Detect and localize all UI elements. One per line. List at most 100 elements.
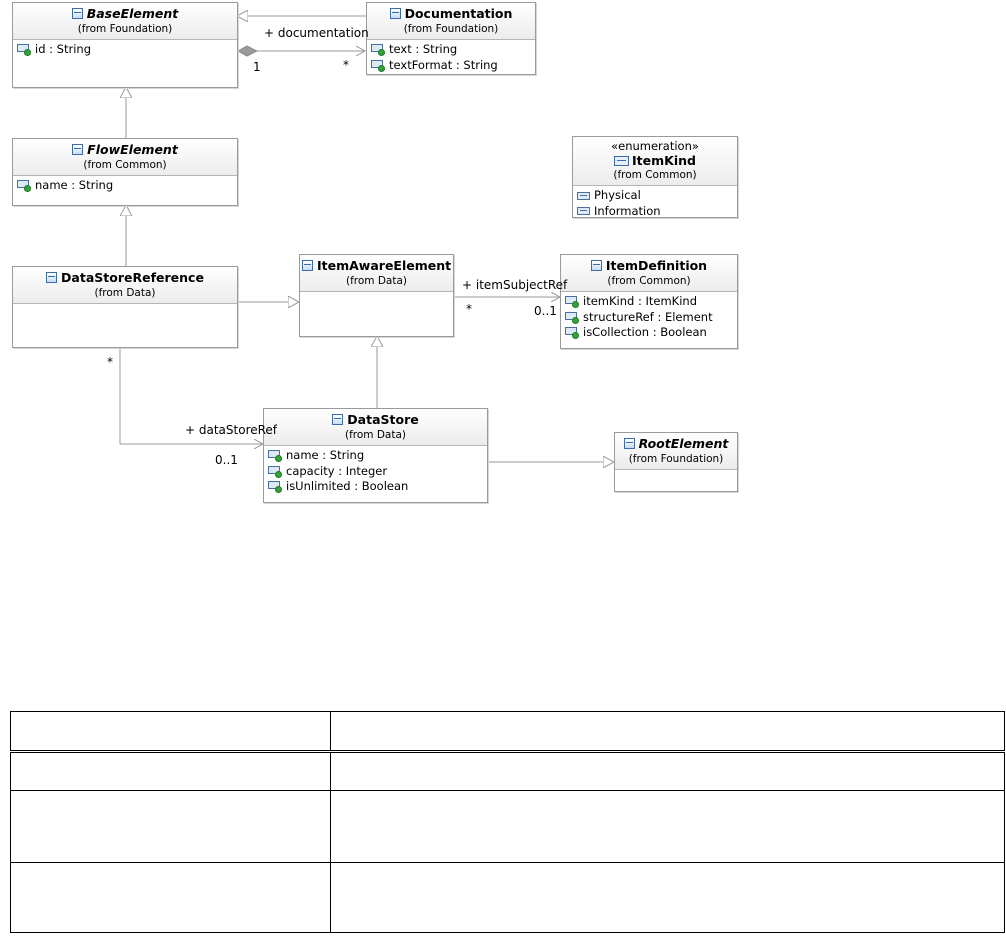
- class-header: «enumeration» ItemKind (from Common): [573, 137, 737, 186]
- class-base-element[interactable]: BaseElement (from Foundation) id : Strin…: [12, 2, 238, 88]
- class-icon: [389, 8, 401, 19]
- class-header: FlowElement (from Common): [13, 139, 237, 176]
- multiplicity-data-store-ref-target: 0..1: [215, 453, 238, 467]
- attribute-list: name : String capacity : Integer isUnlim…: [264, 446, 487, 497]
- attribute-row: id : String: [17, 42, 233, 58]
- class-package: (from Data): [345, 275, 408, 287]
- class-name: FlowElement: [15, 141, 235, 158]
- class-icon: [46, 272, 58, 283]
- class-name: RootElement: [617, 435, 735, 452]
- class-name: DataStoreReference: [15, 269, 235, 286]
- table-header-cell: [330, 711, 1005, 752]
- literal-icon: [577, 191, 590, 200]
- attribute-row: name : String: [17, 178, 233, 194]
- attribute-row: structureRef : Element: [565, 310, 733, 326]
- attribute-row: text : String: [371, 42, 531, 58]
- table-header-row: [10, 711, 1005, 752]
- attribute-row: isUnlimited : Boolean: [268, 479, 483, 495]
- table-cell: [10, 750, 331, 791]
- class-icon: [302, 260, 313, 271]
- class-flow-element[interactable]: FlowElement (from Common) name : String: [12, 138, 238, 206]
- multiplicity-data-store-ref-source: *: [107, 355, 113, 369]
- role-data-store-ref: + dataStoreRef: [185, 423, 278, 437]
- attribute-icon: [17, 180, 31, 193]
- class-package: (from Foundation): [403, 23, 499, 35]
- class-icon: [72, 144, 84, 155]
- attribute-icon: [268, 450, 282, 463]
- class-header: BaseElement (from Foundation): [13, 3, 237, 40]
- class-name: ItemKind: [575, 153, 735, 168]
- diagram-connectors: [119, 0, 1006, 520]
- role-item-subject-ref: + itemSubjectRef: [462, 278, 568, 292]
- class-package: (from Data): [344, 429, 407, 441]
- class-header: RootElement (from Foundation): [615, 433, 737, 470]
- class-documentation[interactable]: Documentation (from Foundation) text : S…: [366, 2, 536, 75]
- class-data-store-reference[interactable]: DataStoreReference (from Data): [12, 266, 238, 348]
- class-package: (from Common): [613, 169, 697, 181]
- multiplicity-documentation-target: *: [343, 58, 349, 72]
- multiplicity-documentation-source: 1: [253, 60, 261, 74]
- class-name: ItemDefinition: [563, 257, 735, 274]
- attribute-icon: [17, 44, 31, 57]
- class-package: (from Foundation): [628, 453, 724, 465]
- attribute-icon: [371, 59, 385, 72]
- attribute-row: name : String: [268, 448, 483, 464]
- table-cell: [330, 862, 1005, 933]
- class-package: (from Common): [607, 275, 691, 287]
- stereotype-label: «enumeration»: [611, 139, 699, 153]
- class-root-element[interactable]: RootElement (from Foundation): [614, 432, 738, 492]
- attribute-icon: [268, 481, 282, 494]
- attribute-list: id : String: [13, 40, 237, 60]
- enumeration-item-kind[interactable]: «enumeration» ItemKind (from Common) Phy…: [572, 136, 738, 218]
- class-header: ItemAwareElement (from Data): [300, 255, 453, 292]
- table-cell: [10, 862, 331, 933]
- table-cell: [330, 790, 1005, 863]
- attribute-icon: [565, 311, 579, 324]
- class-header: ItemDefinition (from Common): [561, 255, 737, 292]
- class-data-store[interactable]: DataStore (from Data) name : String capa…: [263, 408, 488, 503]
- association-data-store-ref: [119, 347, 263, 444]
- composition-diamond: [236, 45, 259, 57]
- enum-literal: Information: [577, 204, 733, 220]
- class-package: (from Common): [83, 159, 167, 171]
- class-name: Documentation: [369, 5, 533, 22]
- class-item-definition[interactable]: ItemDefinition (from Common) itemKind : …: [560, 254, 738, 349]
- attribute-list: itemKind : ItemKind structureRef : Eleme…: [561, 292, 737, 343]
- enumeration-icon: [614, 156, 630, 166]
- multiplicity-item-subject-ref-target: 0..1: [534, 304, 557, 318]
- attribute-icon: [268, 465, 282, 478]
- table-header-cell: [10, 711, 331, 752]
- literal-list: Physical Information: [573, 186, 737, 221]
- class-icon: [590, 260, 602, 271]
- class-header: DataStore (from Data): [264, 409, 487, 446]
- table-cell: [10, 790, 331, 863]
- class-item-aware-element[interactable]: ItemAwareElement (from Data): [299, 254, 454, 337]
- attribute-icon: [565, 296, 579, 309]
- class-header: Documentation (from Foundation): [367, 3, 535, 40]
- table-row: [10, 790, 1005, 863]
- attribute-icon: [565, 327, 579, 340]
- attribute-icon: [371, 44, 385, 57]
- attribute-list: name : String: [13, 176, 237, 196]
- table-row: [10, 862, 1005, 933]
- attribute-row: itemKind : ItemKind: [565, 294, 733, 310]
- documentation-table: [10, 711, 1005, 933]
- multiplicity-item-subject-ref-source: *: [466, 302, 472, 316]
- attribute-row: textFormat : String: [371, 58, 531, 74]
- class-package: (from Data): [94, 287, 156, 299]
- table-row: [10, 750, 1005, 791]
- attribute-row: isCollection : Boolean: [565, 325, 733, 341]
- class-name: ItemAwareElement: [302, 257, 451, 274]
- class-package: (from Foundation): [77, 23, 173, 35]
- literal-icon: [577, 207, 590, 216]
- enum-literal: Physical: [577, 188, 733, 204]
- class-icon: [71, 8, 83, 19]
- class-icon: [332, 414, 344, 425]
- attribute-row: capacity : Integer: [268, 464, 483, 480]
- class-name: DataStore: [266, 411, 485, 428]
- class-header: DataStoreReference (from Data): [13, 267, 237, 304]
- uml-class-diagram: BaseElement (from Foundation) id : Strin…: [12, 0, 1006, 520]
- table-cell: [330, 750, 1005, 791]
- class-icon: [623, 438, 635, 449]
- class-name: BaseElement: [15, 5, 235, 22]
